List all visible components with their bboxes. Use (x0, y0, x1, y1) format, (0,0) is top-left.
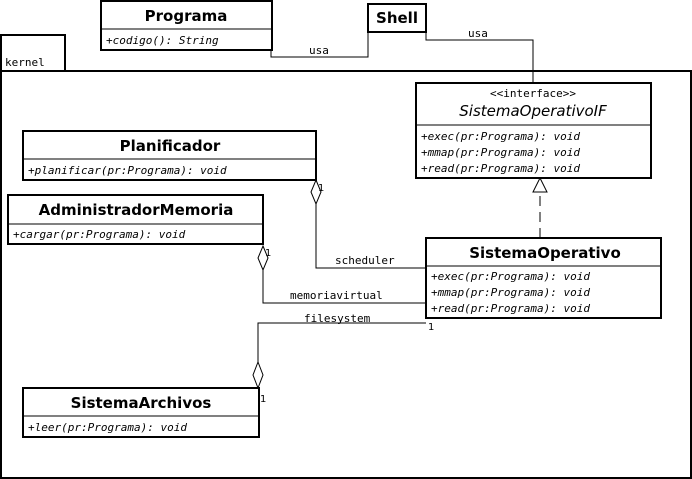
class-name: SistemaOperativo (469, 244, 621, 262)
scheduler-label: scheduler (335, 254, 395, 267)
class-sistemaarchivos: SistemaArchivos +leer(pr:Programa): void (22, 387, 260, 438)
class-name: SistemaOperativoIF (459, 102, 607, 120)
multiplicity-planificador: 1 (318, 183, 324, 194)
class-programa: Programa +codigo(): String (100, 0, 273, 51)
class-name: Programa (145, 7, 228, 25)
realization-arrowhead (532, 176, 548, 193)
class-name: Shell (376, 9, 418, 27)
stereotype: <<interface>> (490, 87, 576, 100)
class-name: Planificador (120, 137, 221, 155)
scheduler-line (315, 204, 426, 269)
class-administradormemoria: AdministradorMemoria +cargar(pr:Programa… (7, 194, 264, 245)
usa-shell-line (425, 31, 534, 83)
operation: +leer(pr:Programa): void (28, 421, 187, 434)
class-planificador: Planificador +planificar(pr:Programa): v… (22, 130, 317, 181)
operation: +mmap(pr:Programa): void (431, 286, 590, 299)
usa-programa-label: usa (309, 44, 329, 57)
operation: +read(pr:Programa): void (421, 162, 580, 175)
memoriavirtual-label: memoriavirtual (290, 289, 383, 302)
operation: +planificar(pr:Programa): void (28, 164, 227, 177)
operation: +mmap(pr:Programa): void (421, 146, 580, 159)
package-name: kernel (5, 56, 45, 69)
usa-shell-label: usa (468, 27, 488, 40)
operation: +codigo(): String (106, 34, 219, 47)
association-lines (257, 31, 548, 388)
multiplicity-archivos: 1 (260, 394, 266, 405)
aggregation-diamond-admin (257, 244, 269, 272)
operation: +exec(pr:Programa): void (421, 130, 580, 143)
aggregation-diamond-planificador (310, 178, 322, 206)
operation: +exec(pr:Programa): void (431, 270, 590, 283)
class-sistemaoperativoif: <<interface>> SistemaOperativoIF +exec(p… (415, 82, 652, 179)
class-name: AdministradorMemoria (39, 201, 234, 219)
class-sistemaoperativo: SistemaOperativo +exec(pr:Programa): voi… (425, 237, 662, 319)
class-shell: Shell (367, 3, 427, 33)
multiplicity-so-filesystem-b: 1 (428, 322, 434, 333)
class-name: SistemaArchivos (71, 394, 212, 412)
operation: +cargar(pr:Programa): void (13, 228, 186, 241)
filesystem-label: filesystem (304, 312, 371, 325)
memoriavirtual-line (262, 270, 426, 304)
multiplicity-admin: 1 (265, 248, 271, 259)
operation: +read(pr:Programa): void (431, 302, 590, 315)
